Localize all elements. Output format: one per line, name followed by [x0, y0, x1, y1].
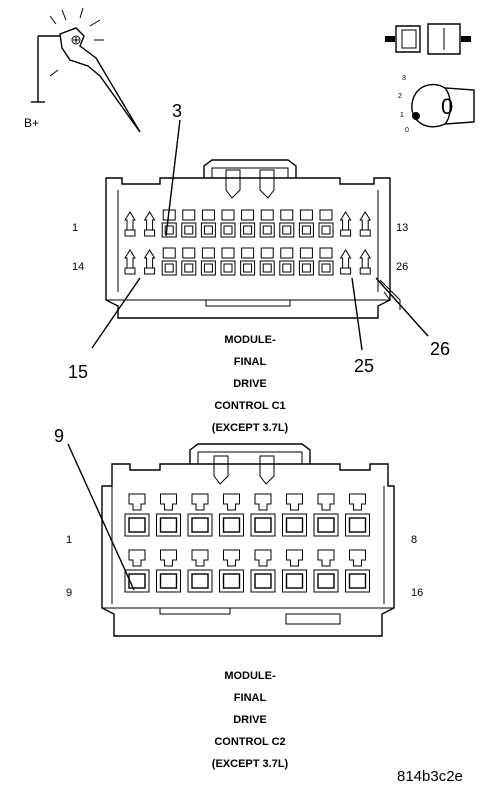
c1-callout-3: 3 — [172, 101, 182, 121]
c1-pin-1 — [124, 211, 136, 237]
key-pos-0: 0 — [405, 127, 409, 134]
connector-c1 — [105, 159, 401, 319]
c2-pin-2 — [156, 493, 181, 537]
c2-pin-7 — [313, 493, 339, 537]
c1-pin-6 — [220, 209, 236, 238]
key-pos-1: 1 — [400, 112, 404, 119]
c2-pin-15 — [313, 549, 339, 593]
c1-pin-19 — [220, 247, 236, 276]
c2-pin-16 — [345, 549, 370, 593]
c1-callout-25-leader — [351, 277, 363, 351]
c2-pin-11 — [187, 549, 213, 593]
c2-caption-line-2: FINAL — [234, 692, 267, 704]
c1-pin-5 — [200, 209, 216, 238]
c2-caption: MODULE- FINAL DRIVE CONTROL C2 (EXCEPT 3… — [212, 670, 289, 770]
key-pos-3: 3 — [402, 75, 406, 82]
ignition-key-icon: 0 3 2 1 0 — [398, 75, 475, 134]
c1-pin-7 — [240, 209, 256, 238]
c1-pin-13 — [359, 211, 372, 237]
c2-caption-line-5: (EXCEPT 3.7L) — [212, 758, 289, 770]
c1-pin-14 — [124, 249, 136, 275]
c1-pin-label-26: 26 — [396, 261, 408, 273]
c2-pin-14 — [282, 549, 307, 593]
c1-pin-label-14: 14 — [72, 261, 84, 273]
c2-pin-10 — [156, 549, 181, 593]
c1-pin-17 — [181, 247, 197, 276]
c1-callout-3-leader — [165, 119, 181, 237]
c1-callout-15-leader — [91, 277, 141, 349]
c1-pin-16 — [161, 247, 177, 276]
c2-callout-9-leader — [67, 443, 135, 591]
c2-pin-1 — [124, 493, 150, 537]
c1-pin-9 — [279, 209, 295, 238]
key-pos-2: 2 — [398, 93, 402, 100]
c1-pin-12 — [339, 211, 352, 237]
key-position-label: 0 — [441, 94, 453, 119]
c2-pin-13 — [250, 549, 276, 593]
c2-pin-4 — [219, 493, 244, 537]
c1-pin-22 — [279, 247, 295, 276]
c1-callout-25: 25 — [354, 356, 374, 376]
c1-caption-line-4: CONTROL C1 — [214, 400, 285, 412]
c1-pin-23 — [298, 247, 314, 276]
c2-pin-label-16: 16 — [411, 587, 423, 599]
c1-caption-line-1: MODULE- — [224, 334, 276, 346]
c2-pin-8 — [345, 493, 370, 537]
c1-pin-20 — [240, 247, 256, 276]
c2-caption-line-4: CONTROL C2 — [214, 736, 285, 748]
power-label: B+ — [24, 116, 39, 130]
c2-caption-line-1: MODULE- — [224, 670, 276, 682]
c1-pin-label-1: 1 — [72, 222, 78, 234]
c1-pin-2 — [143, 211, 156, 237]
c1-pin-cavities — [124, 209, 372, 276]
c2-pin-3 — [187, 493, 213, 537]
c2-pin-label-1: 1 — [66, 534, 72, 546]
c1-caption-line-2: FINAL — [234, 356, 267, 368]
c1-pin-11 — [318, 209, 334, 238]
c1-callout-15: 15 — [68, 362, 88, 382]
c1-pin-4 — [181, 209, 197, 238]
c1-pin-25 — [339, 249, 352, 275]
c1-pin-18 — [200, 247, 216, 276]
c2-pin-label-8: 8 — [411, 534, 417, 546]
c1-pin-15 — [143, 249, 156, 275]
connector-c2 — [101, 443, 395, 637]
c1-pin-10 — [298, 209, 314, 238]
c2-callout-9: 9 — [54, 426, 64, 446]
c1-caption-line-3: DRIVE — [233, 378, 267, 390]
c1-callout-26-leader — [375, 277, 429, 337]
c2-pin-label-9: 9 — [66, 587, 72, 599]
c2-pin-12 — [219, 549, 244, 593]
c1-pin-3 — [161, 209, 177, 238]
c1-pin-8 — [259, 209, 275, 238]
c2-pin-9 — [124, 549, 150, 593]
c1-caption-line-5: (EXCEPT 3.7L) — [212, 422, 289, 434]
c1-pin-24 — [318, 247, 334, 276]
figure-id: 814b3c2e — [397, 768, 463, 785]
c2-pin-6 — [282, 493, 307, 537]
c2-pin-cavities — [124, 493, 370, 593]
c1-pin-21 — [259, 247, 275, 276]
c1-pin-label-13: 13 — [396, 222, 408, 234]
c1-callout-26: 26 — [430, 339, 450, 359]
test-probe-icon — [31, 7, 141, 133]
c1-pin-26 — [359, 249, 372, 275]
c2-pin-5 — [250, 493, 276, 537]
c1-caption: MODULE- FINAL DRIVE CONTROL C1 (EXCEPT 3… — [212, 334, 289, 434]
c2-caption-line-3: DRIVE — [233, 714, 267, 726]
connector-plug-icon — [385, 23, 471, 55]
